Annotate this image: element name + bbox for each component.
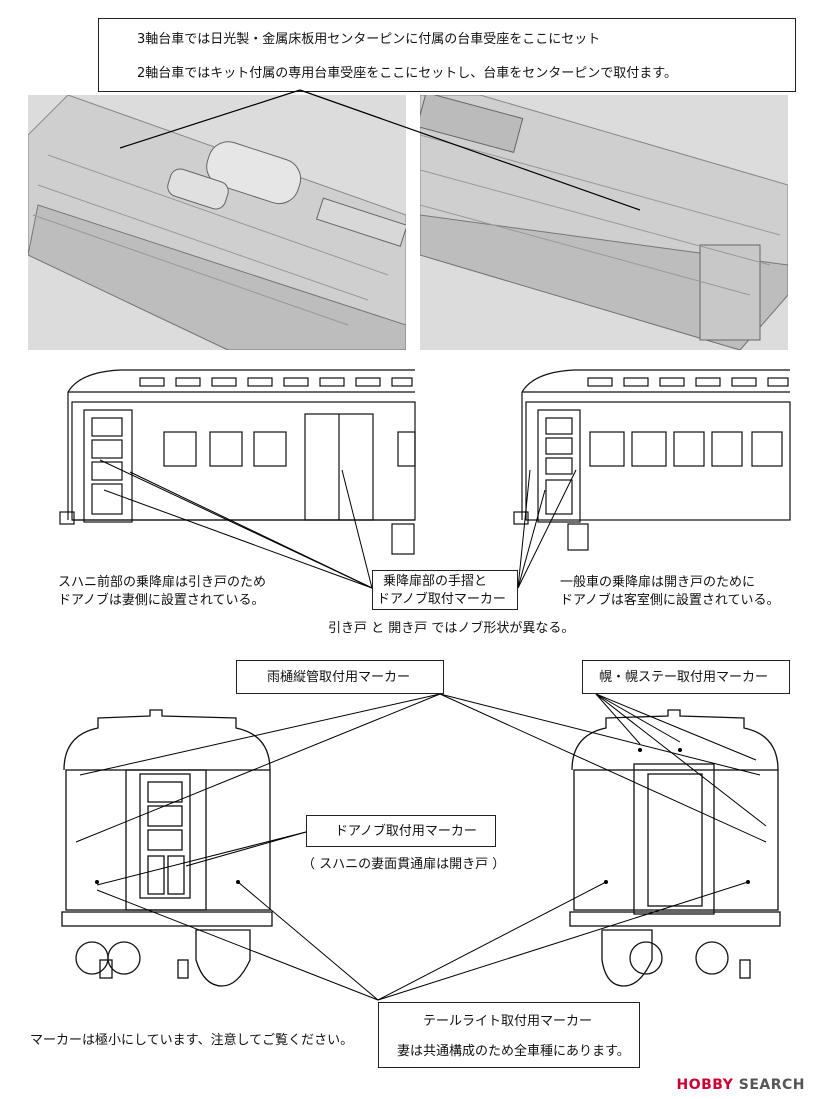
right-caption-line-2: ドアノブは客室側に設置されている。 — [560, 593, 780, 608]
hood-stay-marker-box: 幌・幌ステー取付用マーカー — [582, 660, 790, 694]
taillight-marker-box: テールライト取付用マーカー 妻は共通構成のため全車種にあります。 — [378, 1002, 640, 1068]
taillight-marker-label: テールライト取付用マーカー — [423, 1014, 593, 1029]
marker-size-note: マーカーは極小にしています、注意してご覧ください。 — [30, 1033, 354, 1048]
center-box-line-2: ドアノブ取付マーカー — [377, 592, 506, 607]
top-note-line-1: 3軸台車では日光製・金属床板用センターピンに付属の台車受座をここにセット — [137, 32, 601, 47]
doorknob-marker-box: ドアノブ取付用マーカー — [306, 815, 496, 847]
handrail-doorknob-marker-box: 乗降扉部の手摺と ドアノブ取付マーカー — [372, 570, 518, 610]
doorknob-marker-note: （ スハニの妻面貫通扉は開き戸 ） — [302, 857, 506, 872]
doorknob-marker-label: ドアノブ取付用マーカー — [335, 824, 477, 839]
top-note-box: 3軸台車では日光製・金属床板用センターピンに付属の台車受座をここにセット 2軸台… — [98, 18, 796, 92]
top-note-line-2: 2軸台車ではキット付属の専用台車受座をここにセットし、台車をセンターピンで取付ま… — [137, 66, 677, 81]
right-caption-line-1: 一般車の乗降扉は開き戸のために — [560, 575, 756, 590]
hobby-search-watermark: HOBBY SEARCH — [677, 1077, 805, 1093]
rain-gutter-marker-box: 雨樋縦管取付用マーカー — [236, 660, 444, 694]
watermark-rest: SEARCH — [738, 1077, 805, 1093]
door-type-caption: 引き戸 と 開き戸 ではノブ形状が異なる。 — [328, 621, 575, 636]
rain-gutter-marker-label: 雨樋縦管取付用マーカー — [267, 670, 411, 685]
taillight-common-note: 妻は共通構成のため全車種にあります。 — [397, 1044, 630, 1059]
hood-stay-marker-label: 幌・幌ステー取付用マーカー — [599, 670, 769, 685]
center-box-line-1: 乗降扉部の手摺と — [383, 574, 488, 589]
left-caption-line-2: ドアノブは妻側に設置されている。 — [58, 593, 265, 608]
left-caption-line-1: スハニ前部の乗降扉は引き戸のため — [58, 575, 267, 590]
watermark-brand: HOBBY — [676, 1077, 734, 1093]
